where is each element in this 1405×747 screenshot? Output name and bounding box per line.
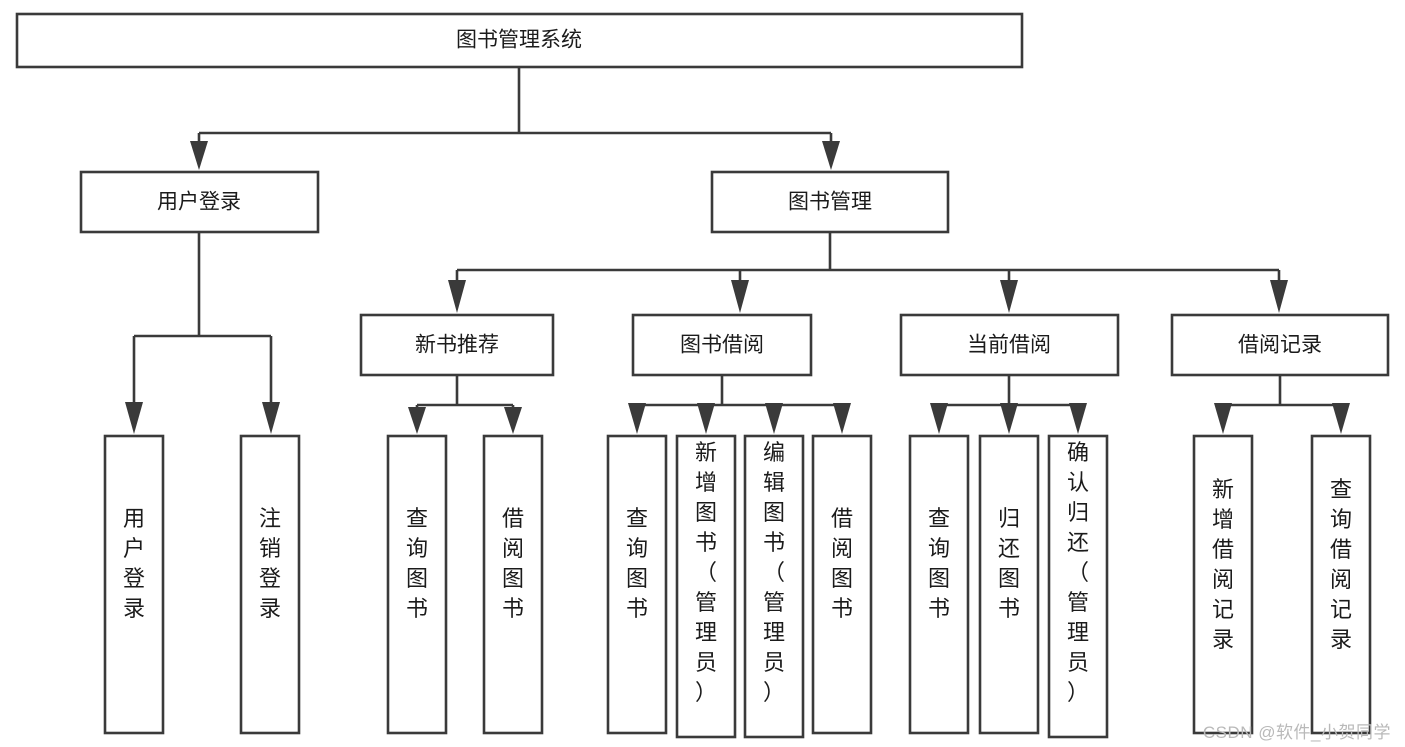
leaf-node-br-query-record[interactable]: 查询借阅记录 [1310, 434, 1372, 735]
leaf-label-nb-borrow-book: 借阅图书 [502, 506, 524, 621]
leaf-label-nb-query-book: 查询图书 [406, 506, 428, 621]
node-label-borrow-record: 借阅记录 [1238, 334, 1322, 357]
arrow-head-leaf-user-login [125, 402, 143, 434]
node-new-book-recommend[interactable]: 新书推荐 [359, 313, 555, 377]
leaf-box-cb-return-book[interactable] [978, 434, 1040, 735]
arrow-head-bb-leaf3 [765, 403, 783, 434]
leaf-label-bb-edit-book-admin: 编辑图书（管理员） [763, 440, 785, 705]
leaf-node-br-add-record[interactable]: 新增借阅记录 [1192, 434, 1254, 735]
node-root-book-management-system[interactable]: 图书管理系统 [15, 12, 1024, 69]
leaf-box-br-query-record[interactable] [1310, 434, 1372, 735]
node-box-borrow-record[interactable] [1170, 313, 1390, 377]
arrow-head-br-leaf1 [1214, 403, 1232, 434]
arrow-head-bb-leaf2 [697, 403, 715, 434]
arrow-head-nb-leaf2 [504, 407, 522, 434]
arrow-head-user-login [190, 141, 208, 170]
arrow-head-bb-leaf4 [833, 403, 851, 434]
node-current-borrow[interactable]: 当前借阅 [899, 313, 1120, 377]
arrow-head-leaf-logout [262, 402, 280, 434]
leaf-label-br-add-record: 新增借阅记录 [1212, 477, 1234, 652]
node-label-book-management: 图书管理 [788, 191, 872, 214]
arrow-head-cb-leaf2 [1000, 403, 1018, 434]
leaf-box-nb-borrow-book[interactable] [482, 434, 544, 735]
leaf-node-user-login[interactable]: 用户登录 [103, 434, 165, 735]
leaf-box-cb-confirm-return-admin[interactable] [1047, 434, 1109, 739]
leaf-box-br-add-record[interactable] [1192, 434, 1254, 735]
leaf-label-user-login: 用户登录 [123, 506, 145, 621]
leaf-node-bb-borrow-book[interactable]: 借阅图书 [811, 434, 873, 735]
node-label-user-login: 用户登录 [157, 191, 241, 214]
node-user-login[interactable]: 用户登录 [79, 170, 320, 234]
arrow-head-cb-leaf3 [1069, 403, 1087, 434]
arrow-head-book-management [822, 141, 840, 170]
arrow-head-bb-leaf1 [628, 403, 646, 434]
leaf-label-cb-return-book: 归还图书 [998, 506, 1020, 621]
arrow-head-current-borrow [1000, 280, 1018, 313]
leaf-box-bb-borrow-book[interactable] [811, 434, 873, 735]
arrow-head-nb-leaf1 [408, 407, 426, 434]
leaf-node-nb-query-book[interactable]: 查询图书 [386, 434, 448, 735]
node-box-new-book-recommend[interactable] [359, 313, 555, 377]
arrow-head-cb-leaf1 [930, 403, 948, 434]
leaf-box-logout[interactable] [239, 434, 301, 735]
leaf-box-bb-add-book-admin[interactable] [675, 434, 737, 739]
leaf-box-cb-query-book[interactable] [908, 434, 970, 735]
leaf-node-logout[interactable]: 注销登录 [239, 434, 301, 735]
leaf-node-nb-borrow-book[interactable]: 借阅图书 [482, 434, 544, 735]
leaf-label-logout: 注销登录 [259, 506, 281, 621]
arrow-head-borrow-record [1270, 280, 1288, 313]
leaf-label-bb-add-book-admin: 新增图书（管理员） [695, 440, 717, 705]
leaf-box-nb-query-book[interactable] [386, 434, 448, 735]
node-box-book-management[interactable] [710, 170, 950, 234]
node-label-new-book-recommend: 新书推荐 [415, 334, 499, 357]
leaf-node-bb-add-book-admin[interactable]: 新增图书（管理员） [675, 434, 737, 739]
node-label-current-borrow: 当前借阅 [967, 334, 1051, 357]
leaf-node-cb-query-book[interactable]: 查询图书 [908, 434, 970, 735]
node-borrow-record[interactable]: 借阅记录 [1170, 313, 1390, 377]
arrow-head-new-book [448, 280, 466, 313]
leaf-node-cb-confirm-return-admin[interactable]: 确认归还（管理员） [1047, 434, 1109, 739]
node-box-book-borrow[interactable] [631, 313, 813, 377]
arrow-head-book-borrow [731, 280, 749, 313]
leaf-label-cb-confirm-return-admin: 确认归还（管理员） [1067, 440, 1089, 705]
node-label-book-borrow: 图书借阅 [680, 334, 764, 357]
node-label-root: 图书管理系统 [456, 29, 582, 52]
arrow-head-br-leaf2 [1332, 403, 1350, 434]
leaf-node-cb-return-book[interactable]: 归还图书 [978, 434, 1040, 735]
leaf-box-bb-edit-book-admin[interactable] [743, 434, 805, 739]
leaf-node-bb-query-book[interactable]: 查询图书 [606, 434, 668, 735]
node-box-current-borrow[interactable] [899, 313, 1120, 377]
leaf-label-br-query-record: 查询借阅记录 [1330, 477, 1352, 652]
node-book-borrow[interactable]: 图书借阅 [631, 313, 813, 377]
node-book-management[interactable]: 图书管理 [710, 170, 950, 234]
leaf-label-bb-borrow-book: 借阅图书 [831, 506, 853, 621]
leaf-label-cb-query-book: 查询图书 [928, 506, 950, 621]
leaf-box-user-login[interactable] [103, 434, 165, 735]
leaf-box-bb-query-book[interactable] [606, 434, 668, 735]
leaf-label-bb-query-book: 查询图书 [626, 506, 648, 621]
node-box-root[interactable] [15, 12, 1024, 69]
leaf-node-bb-edit-book-admin[interactable]: 编辑图书（管理员） [743, 434, 805, 739]
